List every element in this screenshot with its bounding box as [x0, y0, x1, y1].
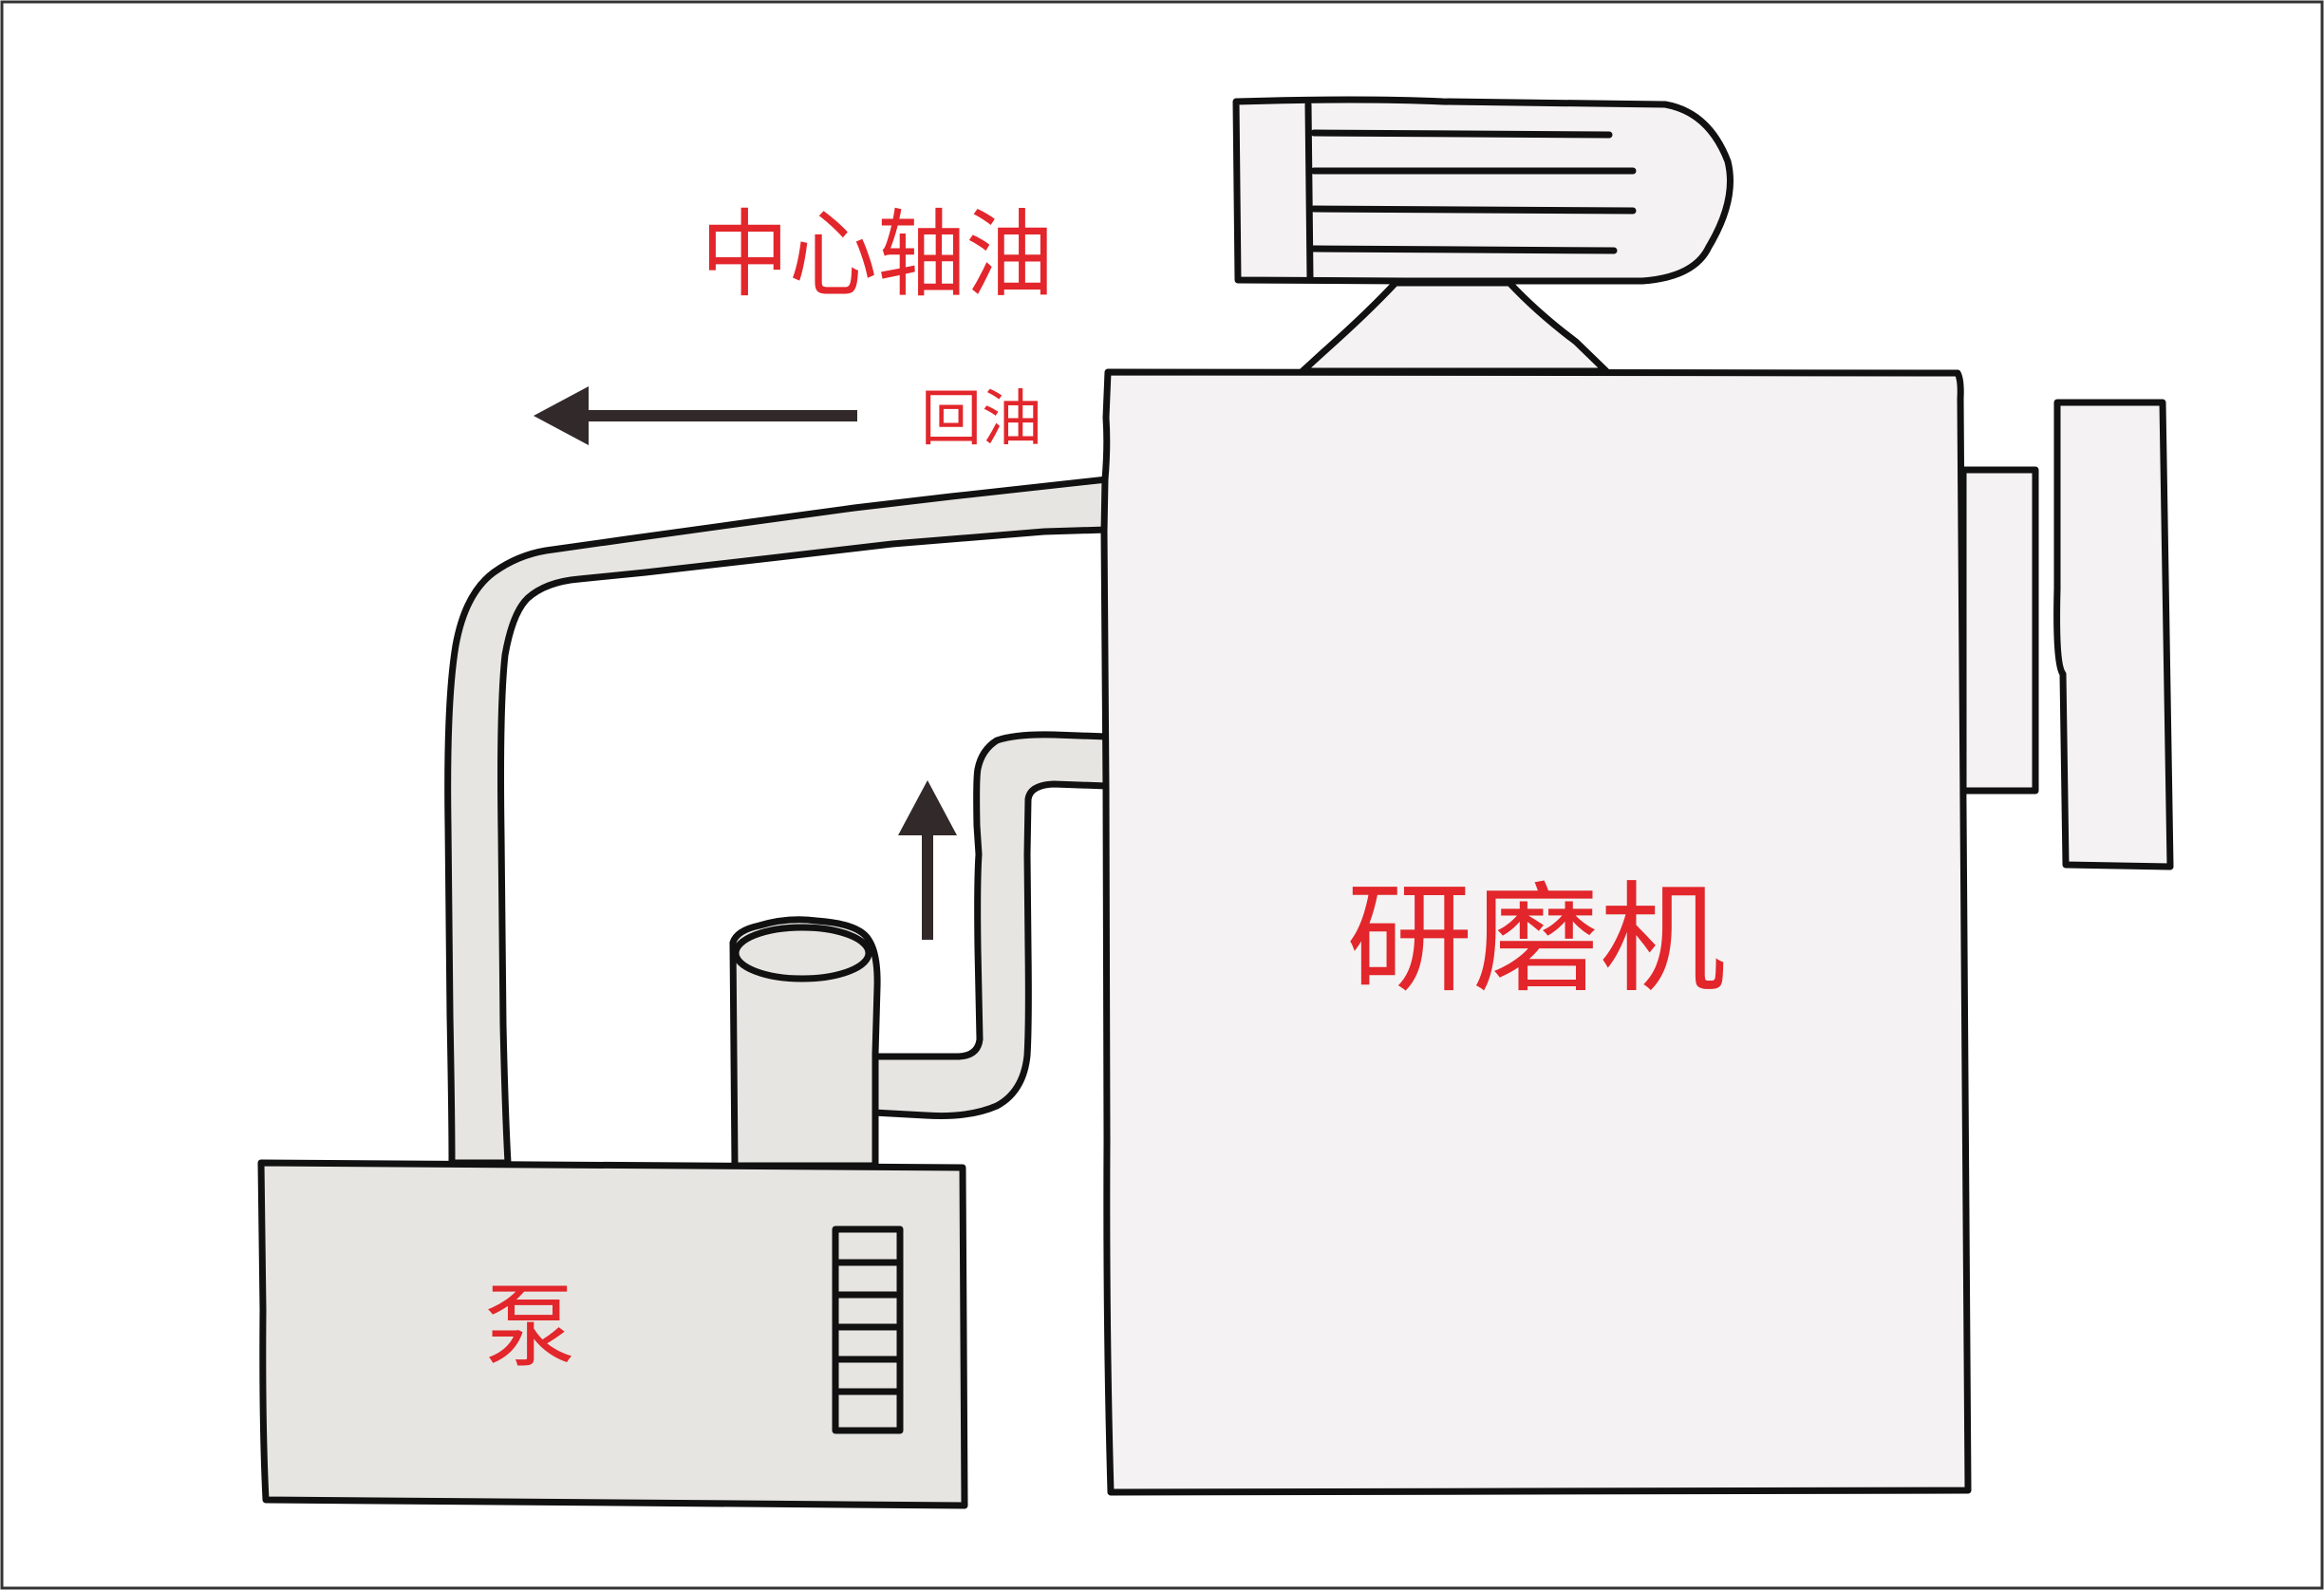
arrow-up-icon — [898, 780, 957, 940]
machine-side-plate — [1959, 466, 2039, 795]
grinder-machine — [1100, 96, 2174, 1496]
pump-base — [257, 1159, 968, 1509]
arrow-left-icon — [534, 386, 857, 445]
motor-icon — [1232, 96, 1734, 285]
machine-body — [1100, 368, 1972, 1496]
grinder-label: 研磨机 — [1346, 870, 1726, 1009]
supply-oil-pipe — [868, 731, 1111, 1120]
pump-cylinder — [729, 916, 881, 1169]
return-oil-label: 回油 — [921, 384, 1042, 455]
center-shaft-oil-label: 中心轴油 — [701, 199, 1054, 310]
pump-cylinder-top — [732, 924, 872, 982]
machine-side-cover — [2053, 399, 2174, 870]
pump-unit — [257, 916, 968, 1509]
pump-label: 泵 — [484, 1274, 575, 1380]
pump-vent-grille — [832, 1225, 904, 1434]
